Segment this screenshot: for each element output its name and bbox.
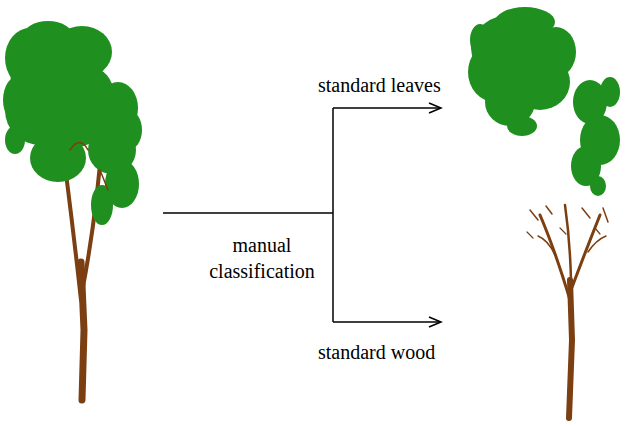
leaves-only (468, 7, 620, 196)
wood-only (527, 205, 608, 418)
label-text: standard wood (318, 339, 478, 365)
label-text: standard leaves (318, 72, 478, 98)
label-text: manual classification (192, 232, 332, 284)
split-arrow (163, 103, 441, 327)
tree-leaves (3, 21, 142, 225)
visible-branches (70, 143, 108, 191)
